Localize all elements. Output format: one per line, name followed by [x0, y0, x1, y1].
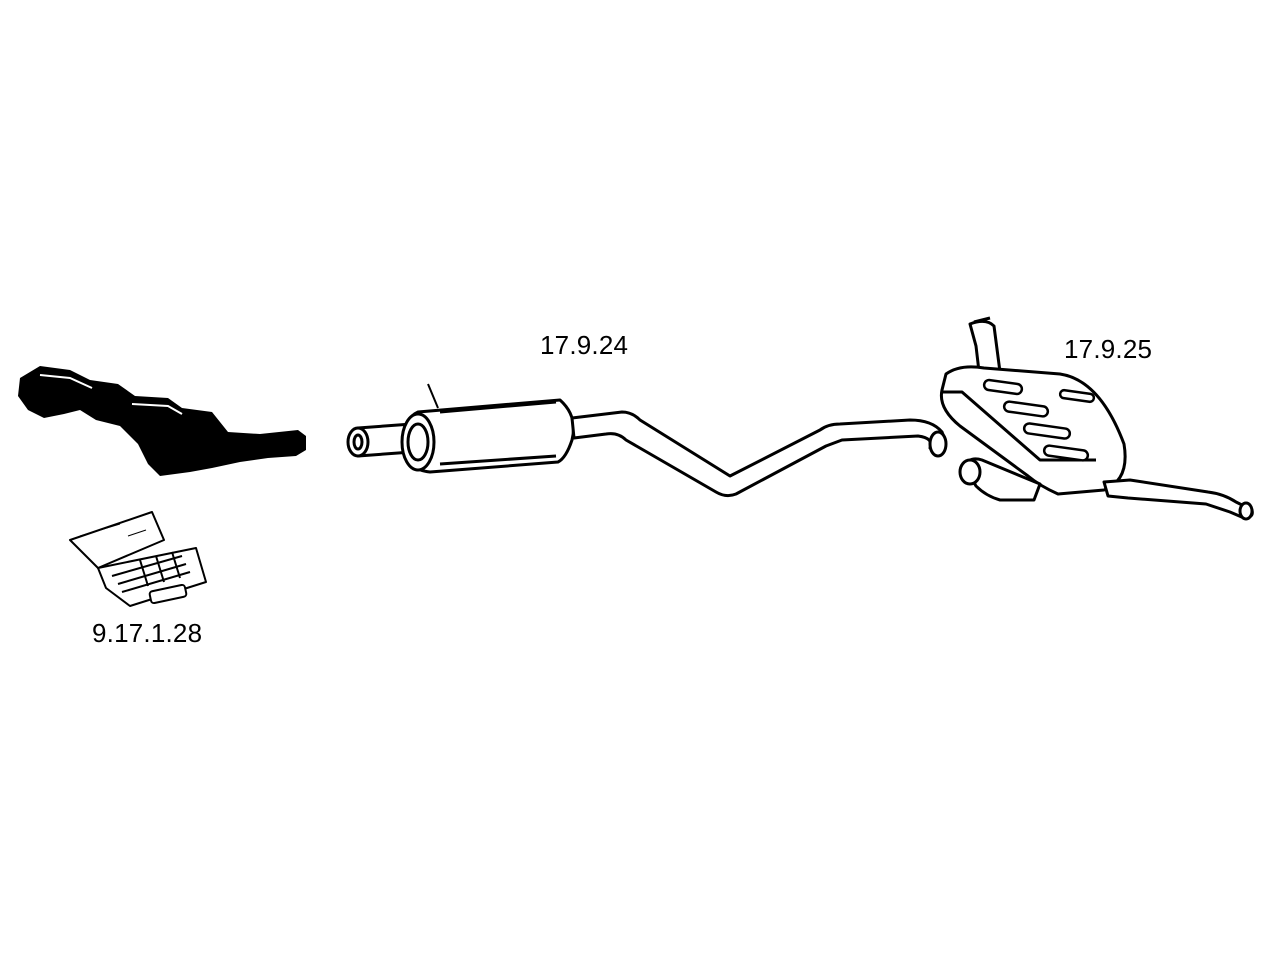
muffler-ribs [982, 378, 1096, 462]
mounting-kit-box [69, 511, 207, 607]
rear-muffler [939, 316, 1254, 521]
mounting-kit-part-number: 9.17.1.28 [92, 618, 203, 648]
front-pipe-catalyst [18, 366, 306, 476]
center-muffler-part-number: 17.9.24 [540, 330, 629, 360]
rear-muffler-part-number: 17.9.25 [1064, 334, 1153, 364]
center-muffler [346, 383, 948, 498]
